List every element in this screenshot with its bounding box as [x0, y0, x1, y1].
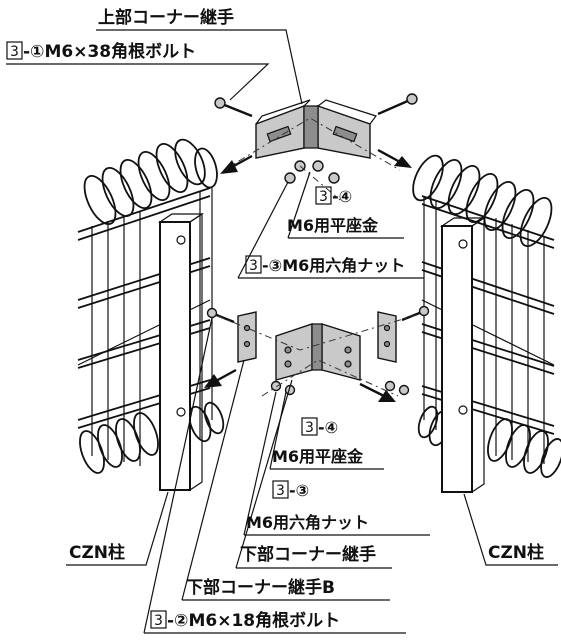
label-czn-right: CZN柱 — [463, 493, 558, 566]
left-czn-post — [158, 212, 204, 491]
label-upper-corner-joint: 上部コーナー継手 — [96, 7, 303, 105]
label-nut-bottom: 3 -③ M6用六角ナット — [243, 391, 430, 536]
label-nut-top: 3 -③M6用六角ナット — [237, 181, 424, 279]
svg-text:下部コーナー継手: 下部コーナー継手 — [240, 544, 376, 565]
lower-corner-joint-b-left — [237, 311, 257, 363]
upper-arrow-left — [220, 154, 253, 174]
svg-text:M6用平座金: M6用平座金 — [287, 216, 379, 235]
label-washer-top: 3 -④ M6用平座金 — [287, 171, 404, 239]
svg-text:M6用六角ナット: M6用六角ナット — [246, 513, 369, 532]
svg-text:-①M6×38角根ボルト: -①M6×38角根ボルト — [23, 41, 196, 62]
lower-corner-joint-b-right — [377, 311, 397, 363]
svg-text:CZN柱: CZN柱 — [488, 542, 544, 563]
svg-text:3: 3 — [249, 258, 258, 274]
svg-text:3: 3 — [319, 189, 328, 205]
svg-text:上部コーナー継手: 上部コーナー継手 — [98, 7, 234, 28]
label-bolt-18: 3 -②M6×18角根ボルト — [143, 317, 406, 634]
svg-text:-③M6用六角ナット: -③M6用六角ナット — [262, 256, 405, 275]
svg-text:-②M6×18角根ボルト: -②M6×18角根ボルト — [167, 610, 340, 631]
right-czn-post — [440, 216, 486, 493]
svg-text:3: 3 — [10, 44, 19, 60]
svg-text:-④: -④ — [332, 187, 352, 206]
lower-arrow-left — [204, 368, 237, 388]
label-washer-bottom: 3 -④ M6用平座金 — [269, 391, 384, 470]
label-bolt-38: 3 -①M6×38角根ボルト — [6, 41, 270, 101]
svg-text:3: 3 — [305, 420, 314, 436]
svg-text:-④: -④ — [318, 418, 338, 437]
label-lower-corner-joint: 下部コーナー継手 — [235, 379, 392, 569]
left-fence-panel — [77, 138, 225, 474]
upper-arrow-right — [377, 148, 412, 168]
svg-text:3: 3 — [154, 613, 163, 629]
lower-corner-joint-part — [275, 323, 361, 381]
label-czn-left: CZN柱 — [66, 491, 169, 566]
upper-corner-joint-part — [255, 99, 377, 159]
svg-text:下部コーナー継手B: 下部コーナー継手B — [186, 577, 335, 598]
lower-arrow-right — [359, 382, 396, 402]
upper-washers-nuts — [284, 160, 340, 184]
svg-text:-③: -③ — [289, 481, 309, 500]
upper-bolt-left — [214, 97, 253, 118]
svg-text:CZN柱: CZN柱 — [69, 542, 125, 563]
svg-text:M6用平座金: M6用平座金 — [272, 447, 364, 466]
upper-bolt-right — [377, 93, 418, 116]
label-lower-corner-joint-b: 下部コーナー継手B — [181, 359, 390, 601]
svg-text:3: 3 — [276, 483, 285, 499]
